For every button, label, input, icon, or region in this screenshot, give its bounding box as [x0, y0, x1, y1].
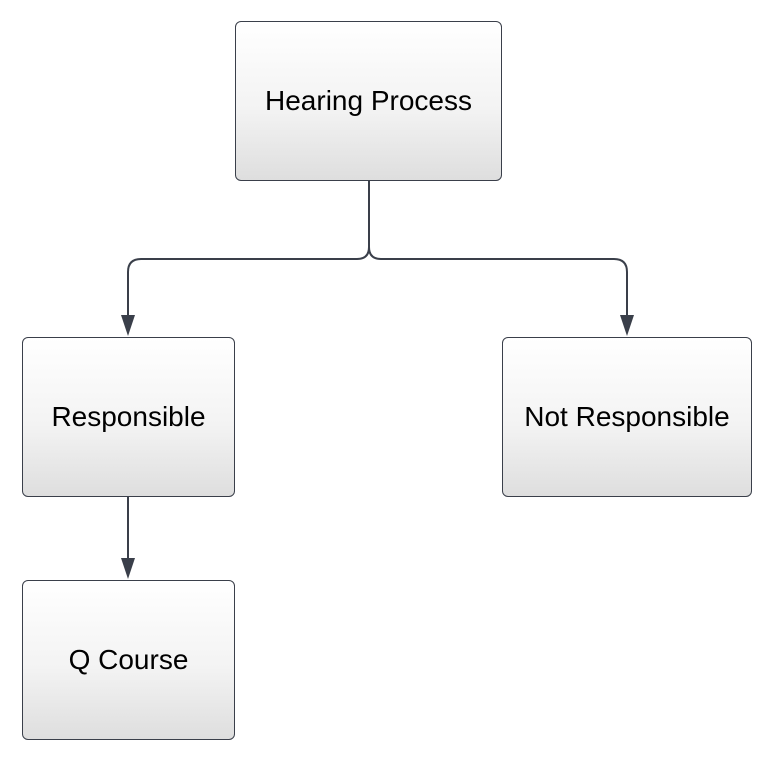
node-q-course[interactable]: Q Course [22, 580, 235, 740]
node-not-responsible-label: Not Responsible [524, 401, 730, 432]
arrowhead-responsible [121, 315, 135, 336]
node-hearing-process[interactable]: Hearing Process [235, 21, 502, 181]
node-q-course-label: Q Course [68, 644, 189, 675]
node-responsible-label: Responsible [51, 401, 206, 432]
arrowhead-q-course [121, 558, 135, 579]
arrowhead-not-responsible [620, 315, 634, 336]
edge-hearing-to-not-responsible [368, 181, 628, 315]
node-not-responsible[interactable]: Not Responsible [502, 337, 752, 497]
node-responsible[interactable]: Responsible [22, 337, 235, 497]
edge-hearing-to-responsible [127, 181, 370, 315]
node-hearing-process-label: Hearing Process [265, 85, 472, 116]
